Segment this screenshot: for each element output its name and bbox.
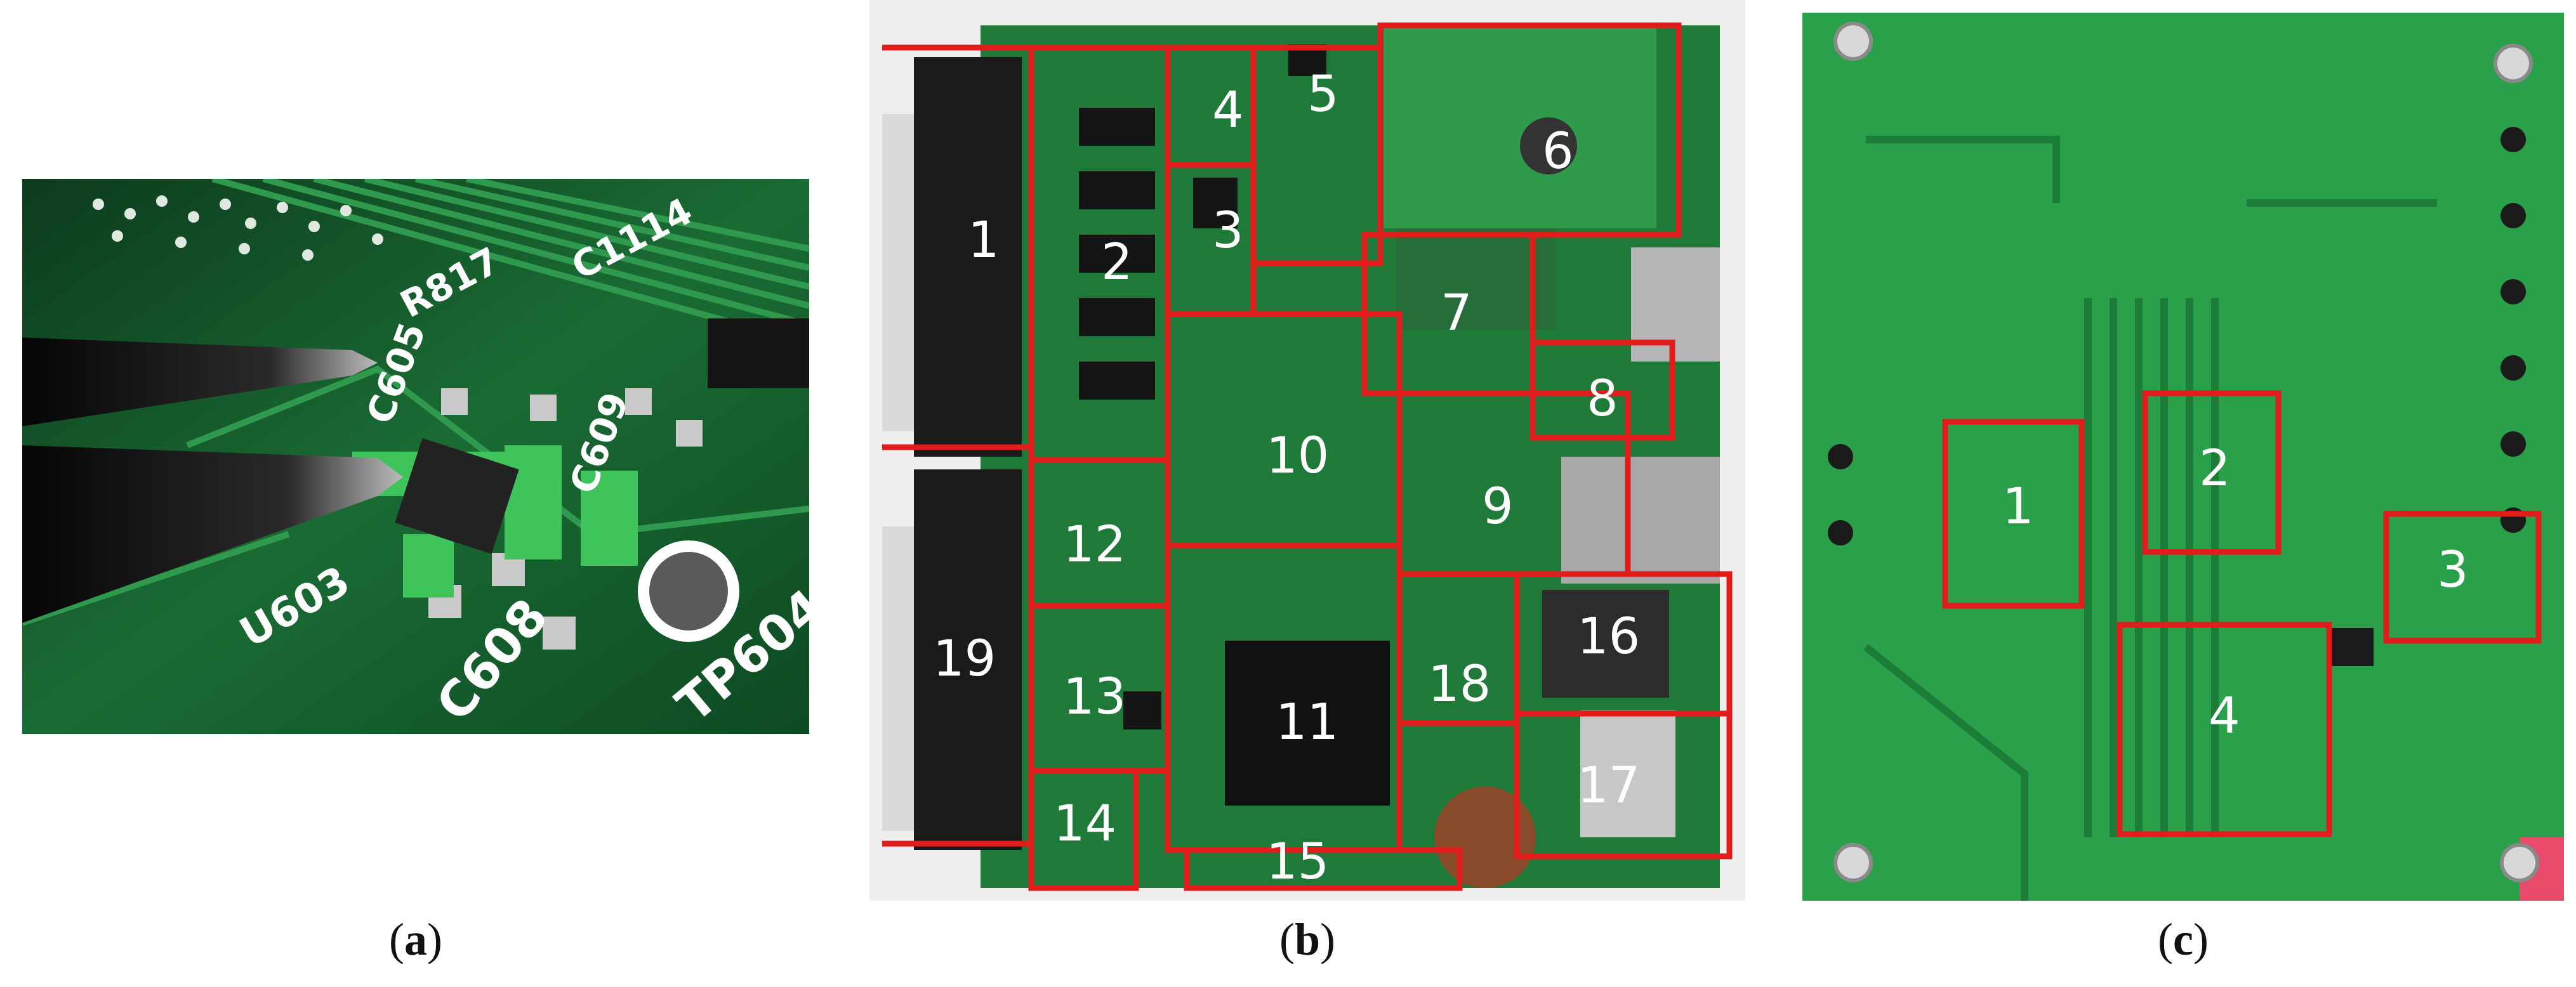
sd-card-slot [1580,710,1675,837]
sub-board-6 [1384,25,1656,228]
region-b-1: 1 [968,212,1000,269]
region-b-12: 12 [1063,516,1126,573]
db-connector-19 [914,469,1022,850]
region-b-4: 4 [1212,82,1244,139]
header-pins [1828,127,2526,546]
region-b-8: 8 [1587,370,1618,428]
region-c-1: 1 [2002,478,2034,535]
caption-b: (b) [1244,913,1371,966]
mounting-holes [1833,22,2539,882]
region-b-3: 3 [1212,202,1244,259]
region-c-2: 2 [2199,440,2231,497]
region-b-11: 11 [1276,694,1338,751]
region-outlines-c [1942,390,2542,837]
region-b-14: 14 [1054,795,1116,853]
region-c-3: 3 [2437,542,2469,599]
panel-b-photo: 1 2 3 4 5 6 7 8 9 10 11 12 13 14 15 16 1… [869,0,1745,901]
caption-a-open: ( [389,914,404,965]
bottom-traces [1863,136,2437,901]
panel-b-svg: 1 2 3 4 5 6 7 8 9 10 11 12 13 14 15 16 1… [869,0,1745,901]
region-b-18: 18 [1428,656,1491,713]
region-b-16: 16 [1577,608,1640,665]
region-b-7: 7 [1441,285,1472,342]
panel-a-photo: R817 C1114 C609 C605 U603 C608 TP604 [22,179,809,734]
region-b-13: 13 [1063,669,1126,726]
db-connector-1 [914,57,1022,457]
wifi-module [1542,590,1669,698]
panel-c-photo: 1 2 3 4 [1802,13,2564,901]
region-b-2: 2 [1101,234,1133,291]
caption-c: (c) [2120,913,2247,966]
soldering-tip-upper [22,337,378,426]
test-point-pad [649,552,728,631]
smd-chip [395,438,519,554]
soldering-tip-lower [22,445,403,623]
region-b-6: 6 [1542,123,1574,180]
region-b-17: 17 [1577,757,1640,814]
caption-c-letter: c [2173,914,2193,965]
region-b-9: 9 [1482,478,1514,535]
inductor [1520,117,1577,174]
mcu-chip [1225,641,1390,806]
panel-c-svg: 1 2 3 4 [1802,13,2564,901]
region-b-5: 5 [1307,66,1339,123]
caption-b-open: ( [1279,914,1295,965]
region-b-10: 10 [1266,428,1329,485]
ethernet-jack [1561,457,1720,584]
caption-a: (a) [352,913,479,966]
region-b-15: 15 [1266,833,1329,891]
region-outlines [882,22,1733,891]
region-b-19: 19 [933,631,996,688]
caption-c-open: ( [2158,914,2174,965]
ic-region-3 [2329,628,2374,666]
caption-c-close: ) [2193,914,2209,965]
region-c-4: 4 [2209,688,2240,745]
ic-component [708,318,809,388]
caption-a-close: ) [427,914,442,965]
small-ics [1079,44,1326,729]
silkscreen-dots [93,195,383,261]
caption-b-letter: b [1294,914,1321,965]
panel-a-svg: R817 C1114 C609 C605 U603 C608 TP604 [22,179,809,734]
battery-holder [1434,787,1536,888]
caption-b-close: ) [1320,914,1335,965]
pcb-bottom-board [1802,13,2564,901]
caption-a-letter: a [404,914,427,965]
pcb-traces [22,179,809,626]
